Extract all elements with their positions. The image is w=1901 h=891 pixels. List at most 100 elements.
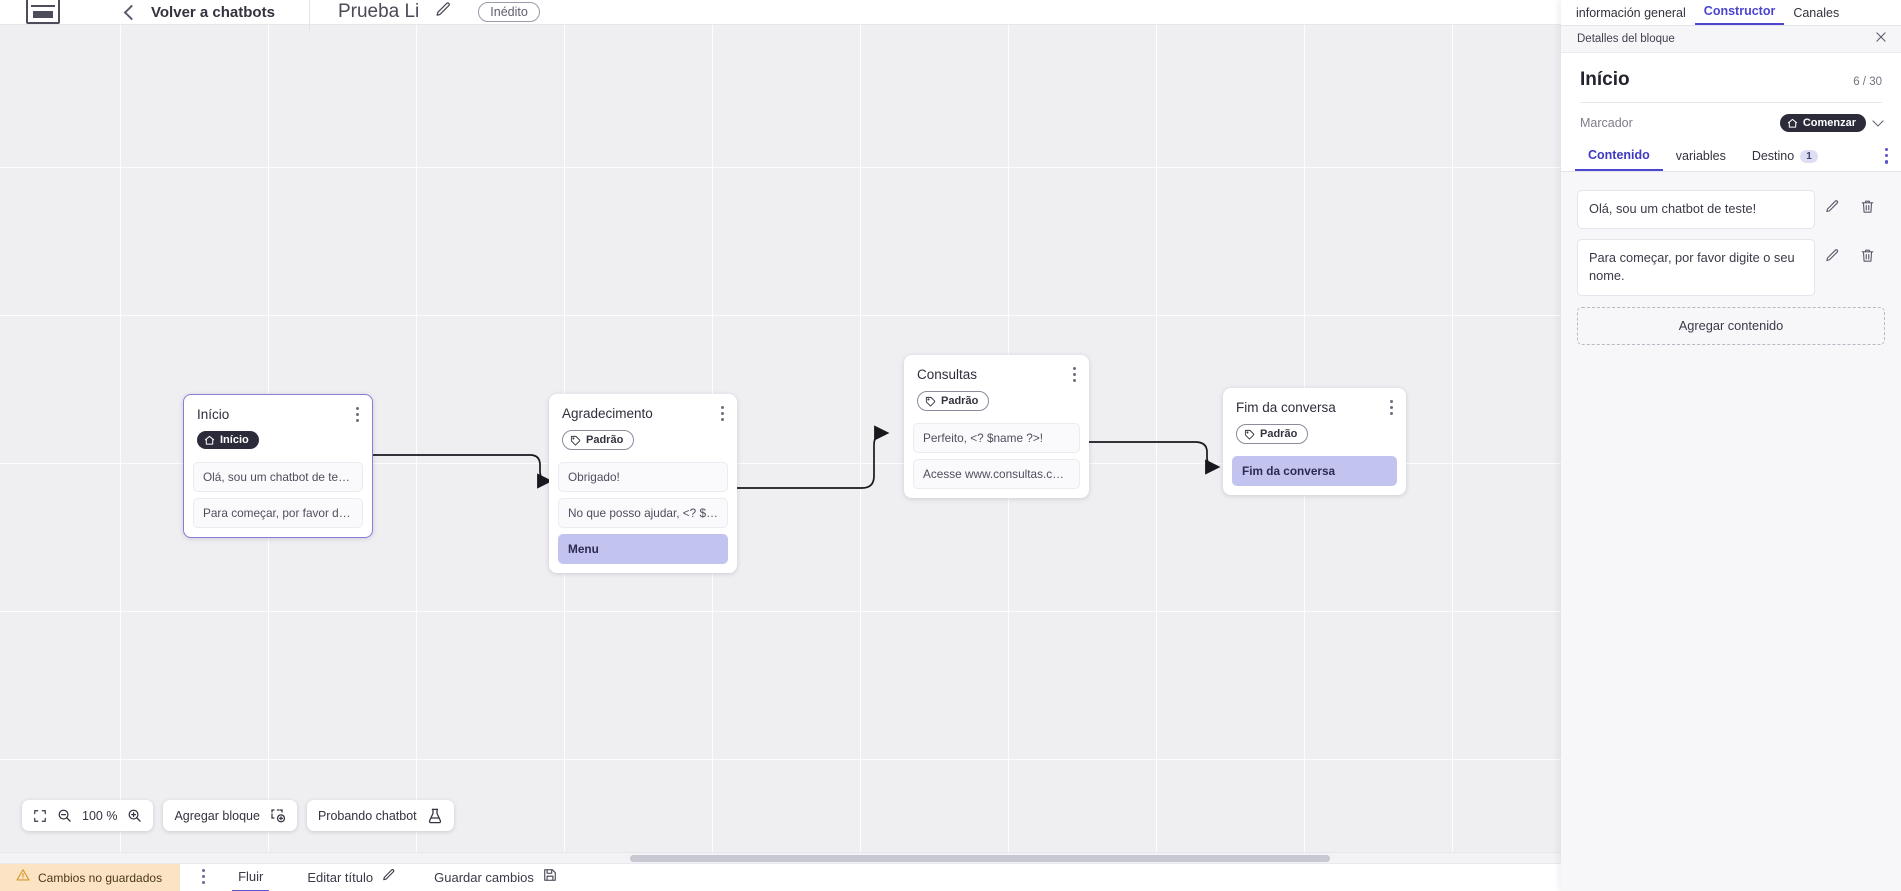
tag-icon (925, 396, 936, 407)
flow-node-fim-da-conversa[interactable]: Fim da conversa Padrão Fim da conversa (1223, 388, 1406, 495)
marker-label: Marcador (1580, 116, 1633, 130)
add-block-button[interactable]: Agregar bloque (163, 800, 297, 831)
node-item[interactable]: No que posso ajudar, <? $name ... (558, 497, 728, 528)
canvas-horizontal-scrollbar[interactable] (0, 852, 1561, 863)
fit-screen-icon[interactable] (33, 809, 47, 823)
statusbar-tab-fluir[interactable]: Fluir (232, 864, 270, 891)
panel-subheader-title: Detalles del bloque (1577, 33, 1675, 45)
block-name: Início (1580, 69, 1630, 90)
node-item[interactable]: Acesse www.consultas.com par... (913, 458, 1080, 489)
block-details-panel: información general Constructor Canales … (1561, 0, 1901, 891)
edit-title-pencil-icon[interactable] (435, 1, 452, 23)
node-title: Fim da conversa (1236, 400, 1336, 415)
tab-destino[interactable]: Destino 1 (1739, 149, 1831, 170)
save-changes-button[interactable]: Guardar cambios (434, 868, 557, 887)
node-tag[interactable]: Padrão (562, 430, 635, 450)
tab-constructor[interactable]: Constructor (1694, 4, 1785, 25)
edit-content-icon[interactable] (1815, 239, 1850, 263)
scrollbar-thumb[interactable] (630, 855, 1330, 862)
node-body: Fim da conversa (1223, 455, 1406, 486)
node-item[interactable]: Menu (558, 533, 728, 564)
node-item[interactable]: Perfeito, <? $name ?>! (913, 422, 1080, 453)
node-tag[interactable]: Padrão (1236, 424, 1309, 444)
content-text[interactable]: Para começar, por favor digite o seu nom… (1577, 238, 1815, 296)
warning-triangle-icon (16, 868, 30, 887)
zoom-level: 100 % (82, 808, 118, 823)
back-chevron-icon[interactable] (123, 4, 140, 20)
tab-informacion-general[interactable]: información general (1576, 6, 1686, 20)
node-header: Consultas Padrão (904, 355, 1089, 412)
zoom-controls: 100 % (22, 800, 154, 831)
node-tag-label: Início (220, 434, 249, 446)
flask-icon[interactable] (427, 808, 443, 824)
add-block-icon[interactable] (270, 808, 286, 824)
node-menu-icon[interactable] (721, 406, 725, 424)
node-body: Olá, sou um chatbot de teste! Para começ… (184, 461, 372, 528)
tab-canales[interactable]: Canales (1793, 6, 1840, 20)
via-logo[interactable] (26, 0, 60, 24)
block-counter: 6 / 30 (1853, 76, 1882, 88)
node-item[interactable]: Fim da conversa (1232, 455, 1397, 486)
node-body: Perfeito, <? $name ?>! Acesse www.consul… (904, 422, 1089, 489)
content-list: Olá, sou um chatbot de teste! Para começ… (1561, 172, 1901, 891)
tab-contenido-label: Contenido (1588, 148, 1650, 162)
tag-icon (1244, 429, 1255, 440)
save-disk-icon[interactable] (543, 868, 557, 887)
panel-tabs: información general Constructor Canales (1561, 0, 1901, 26)
marker-row: Marcador Comenzar (1580, 103, 1884, 132)
node-item[interactable]: Obrigado! (558, 461, 728, 492)
node-header: Fim da conversa Padrão (1223, 388, 1406, 445)
zoom-out-icon[interactable] (57, 808, 72, 823)
delete-content-icon[interactable] (1850, 190, 1885, 214)
content-row: Para começar, por favor digite o seu nom… (1577, 238, 1885, 296)
close-icon[interactable] (1874, 30, 1888, 49)
node-title: Início (197, 407, 230, 422)
test-chatbot-label: Probando chatbot (317, 808, 417, 823)
node-menu-icon[interactable] (1073, 367, 1077, 385)
tab-variables[interactable]: variables (1663, 149, 1739, 170)
node-item[interactable]: Olá, sou um chatbot de teste! (193, 461, 363, 492)
node-menu-icon[interactable] (1390, 400, 1394, 418)
flow-node-agradecimento[interactable]: Agradecimento Padrão Obrigado! No que po… (549, 394, 737, 573)
tab-variables-label: variables (1675, 149, 1726, 163)
node-title: Consultas (917, 367, 978, 382)
content-overflow-menu-icon[interactable] (1885, 148, 1889, 167)
canvas-toolbar: 100 % Agregar bloque Probando chatbot (22, 800, 454, 831)
test-chatbot-button[interactable]: Probando chatbot (306, 800, 454, 831)
chevron-down-icon[interactable] (1872, 115, 1884, 127)
node-item[interactable]: Para começar, por favor digite o ... (193, 497, 363, 528)
destino-badge: 1 (1800, 149, 1818, 163)
unsaved-changes-label: Cambios no guardados (38, 870, 163, 885)
delete-content-icon[interactable] (1850, 239, 1885, 263)
node-title: Agradecimento (562, 406, 653, 421)
header-divider (308, 0, 310, 32)
node-menu-icon[interactable] (356, 407, 360, 425)
content-text[interactable]: Olá, sou um chatbot de teste! (1577, 190, 1815, 229)
panel-divider (1580, 102, 1882, 103)
zoom-in-icon[interactable] (127, 808, 142, 823)
add-content-button[interactable]: Agregar contenido (1577, 306, 1885, 345)
content-tabs: Contenido variables Destino 1 (1561, 148, 1901, 172)
edit-title-button[interactable]: Editar título (307, 868, 396, 887)
marker-value-label: Comenzar (1802, 117, 1856, 129)
node-tag-label: Padrão (586, 434, 624, 446)
tab-destino-label: Destino (1751, 149, 1795, 163)
edit-content-icon[interactable] (1815, 190, 1850, 214)
edit-title-label: Editar título (307, 870, 374, 885)
flow-node-consultas[interactable]: Consultas Padrão Perfeito, <? $name ?>! … (904, 355, 1089, 498)
bot-title: Prueba Li (337, 1, 420, 22)
pencil-icon[interactable] (382, 868, 396, 887)
bottom-status-bar: Cambios no guardados Fluir Editar título… (0, 863, 1561, 891)
flow-node-inicio[interactable]: Início Início Olá, sou um chatbot de tes… (183, 394, 373, 538)
unsaved-changes-banner: Cambios no guardados (0, 863, 181, 891)
home-icon (1787, 118, 1797, 128)
tab-contenido[interactable]: Contenido (1575, 148, 1663, 171)
node-tag[interactable]: Início (197, 431, 259, 449)
marker-value-pill[interactable]: Comenzar (1779, 114, 1866, 132)
statusbar-kebab-menu-icon[interactable] (202, 868, 206, 887)
back-to-chatbots-link[interactable]: Volver a chatbots (151, 3, 275, 21)
flow-canvas[interactable]: Início Início Olá, sou um chatbot de tes… (0, 25, 1561, 863)
node-tag[interactable]: Padrão (917, 391, 990, 411)
flow-edges (373, 425, 1221, 489)
content-row: Olá, sou um chatbot de teste! (1577, 190, 1885, 229)
